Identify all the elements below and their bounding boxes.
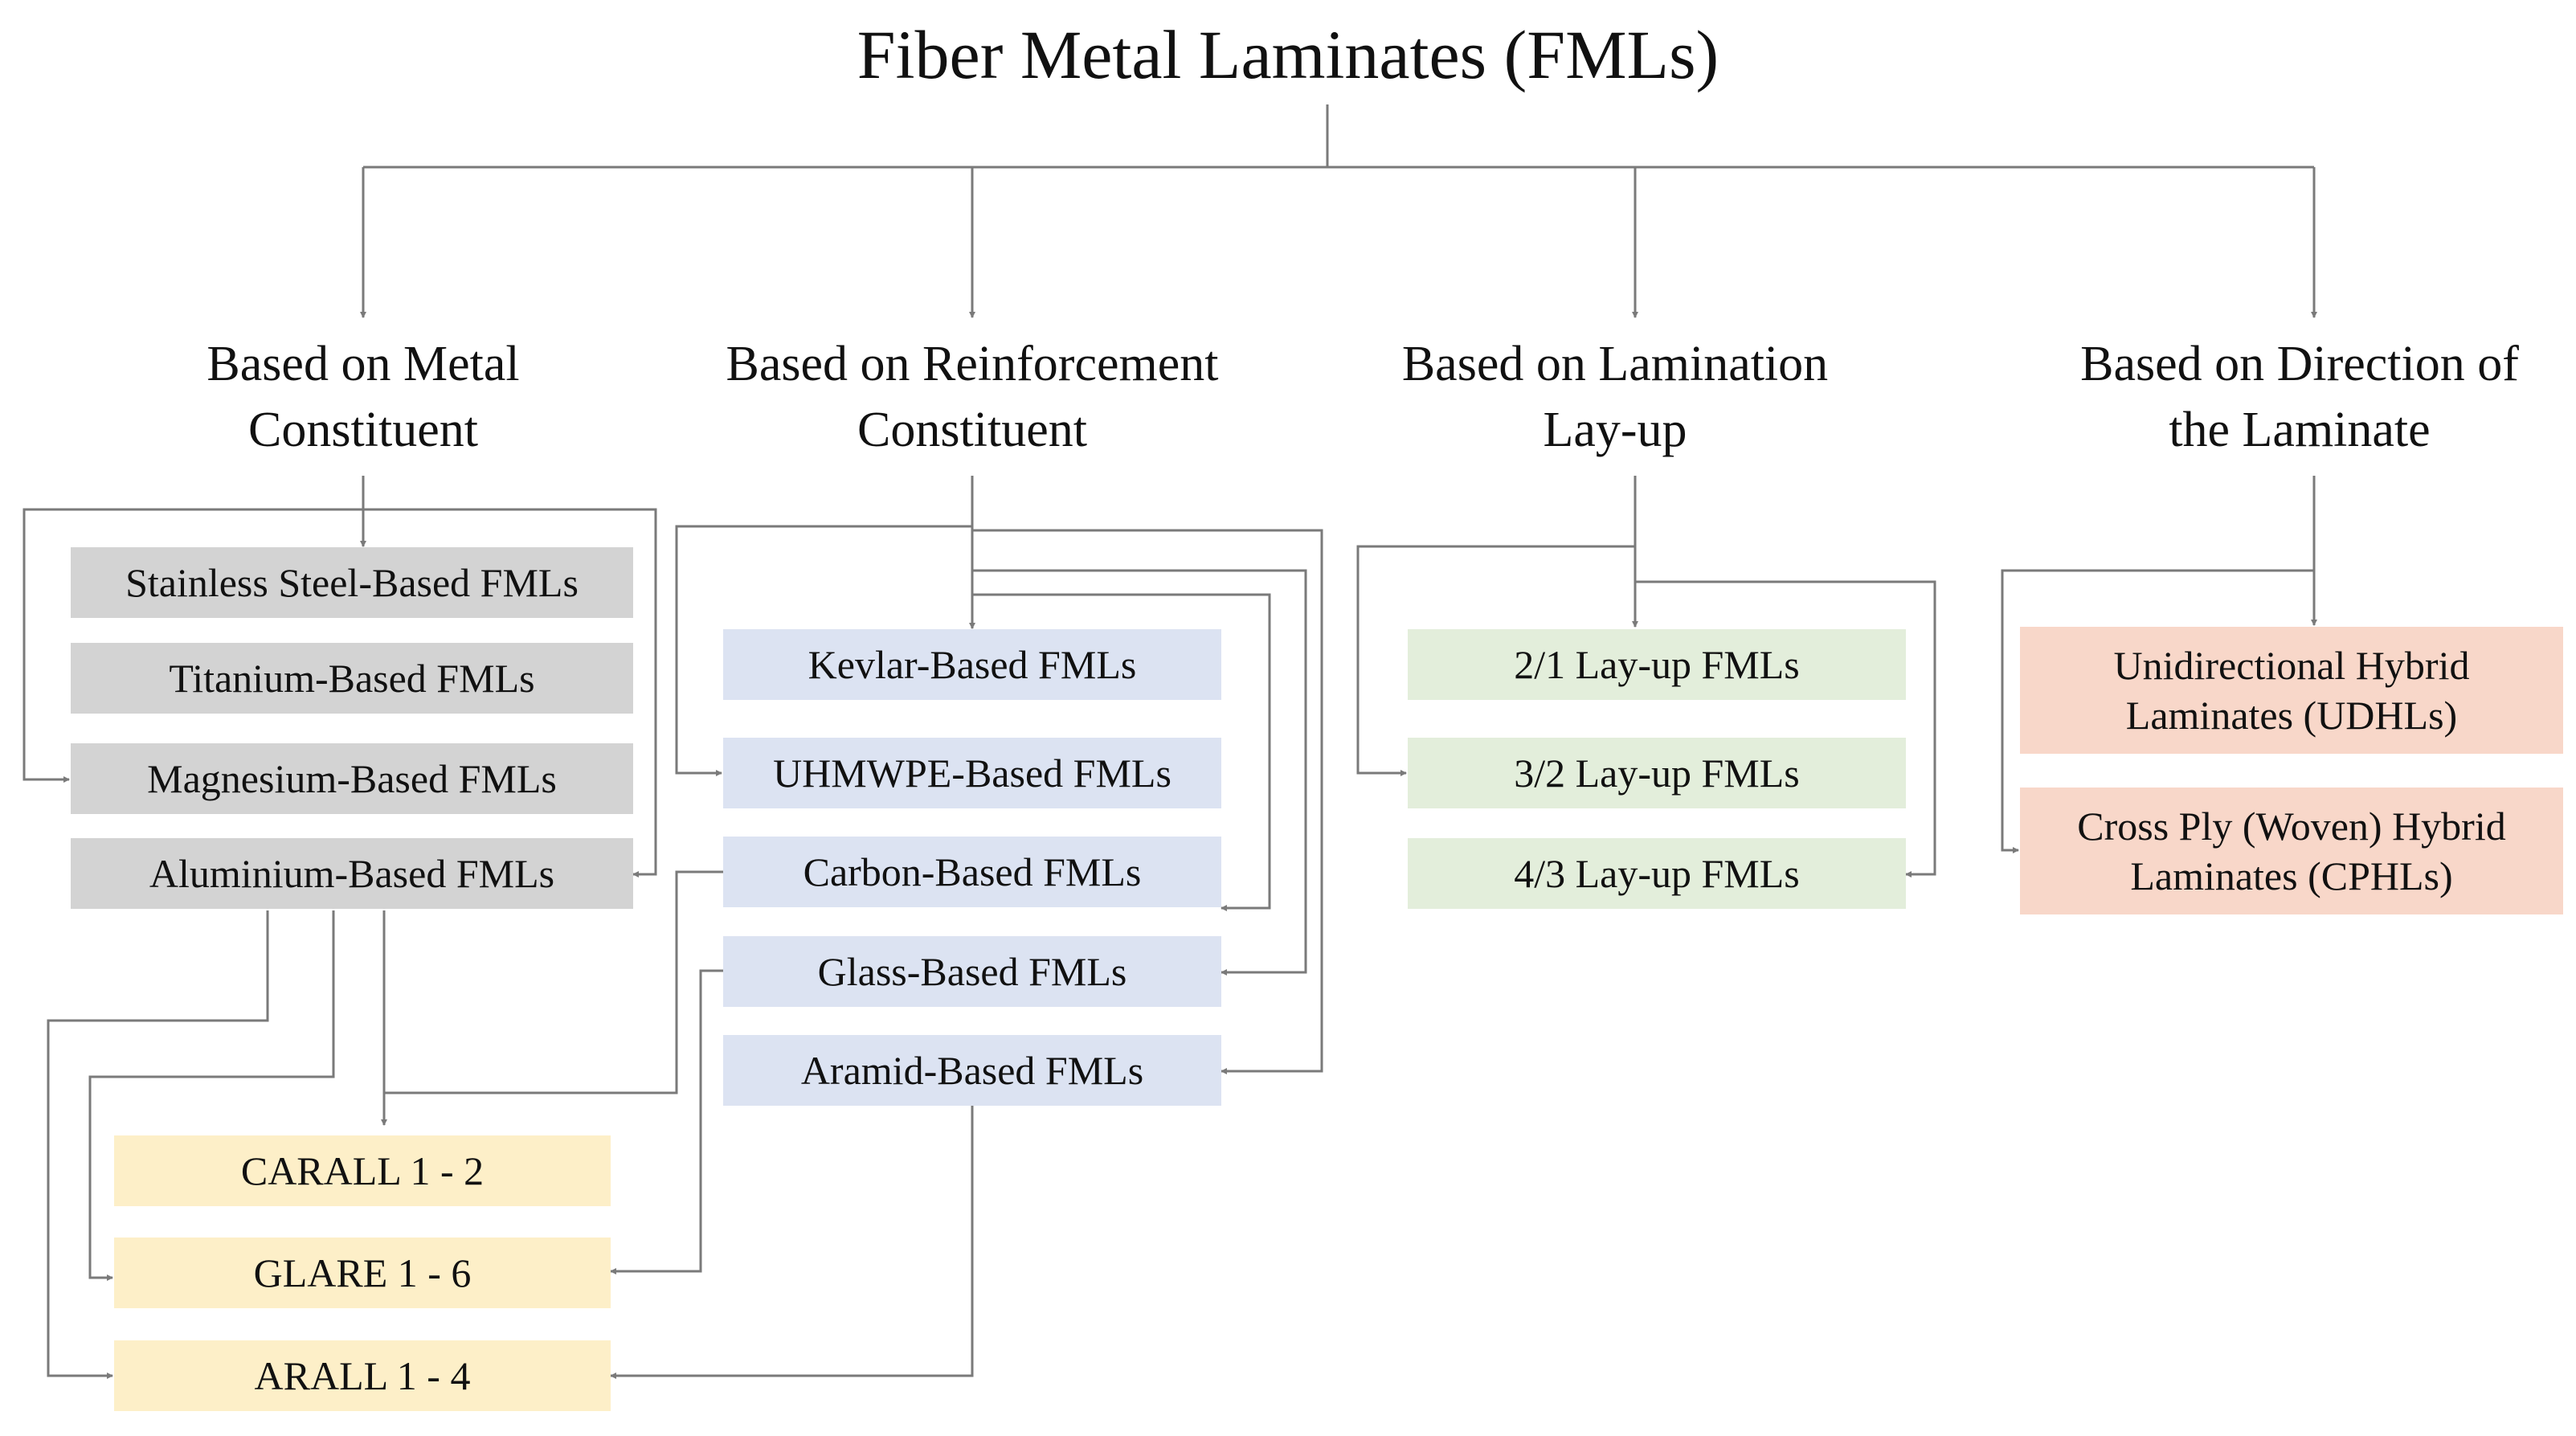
category-metal-constituent: Based on Metal Constituent — [66, 331, 660, 463]
box-line: Unidirectional Hybrid — [2113, 643, 2470, 688]
reinforcement-to-carbon — [972, 593, 1271, 911]
box-line: Laminates (CPHLs) — [2130, 853, 2453, 898]
aluminium-to-glare — [88, 910, 335, 1281]
category-line: Constituent — [857, 403, 1087, 457]
category-line: Based on Lamination — [1401, 337, 1829, 391]
aluminium-to-arall — [47, 910, 269, 1379]
box-glare: GLARE 1 - 6 — [114, 1238, 611, 1308]
box-uhmwpe: UHMWPE-Based FMLs — [723, 738, 1221, 808]
box-glass: Glass-Based FMLs — [723, 936, 1221, 1007]
box-carall: CARALL 1 - 2 — [114, 1135, 611, 1206]
reinforcement-to-glass — [972, 569, 1307, 976]
box-aramid: Aramid-Based FMLs — [723, 1035, 1221, 1106]
box-titanium: Titanium-Based FMLs — [71, 643, 633, 714]
category-line: the Laminate — [2169, 403, 2431, 457]
category-reinforcement-constituent: Based on Reinforcement Constituent — [675, 331, 1270, 463]
box-unidirectional: Unidirectional Hybrid Laminates (UDHLs) — [2020, 627, 2563, 754]
layup-to-3-2 — [1356, 545, 1635, 776]
metal-to-aluminium — [363, 508, 657, 878]
layup-to-4-3 — [1635, 580, 1936, 878]
box-kevlar: Kevlar-Based FMLs — [723, 629, 1221, 700]
category-line: Constituent — [248, 403, 478, 457]
category-line: Based on Reinforcement — [726, 337, 1219, 391]
box-layup-2-1: 2/1 Lay-up FMLs — [1408, 629, 1906, 700]
category-lamination-layup: Based on Lamination Lay-up — [1318, 331, 1912, 463]
box-carbon: Carbon-Based FMLs — [723, 837, 1221, 907]
glass-to-glare — [610, 969, 723, 1274]
diagram-title: Fiber Metal Laminates (FMLs) — [857, 16, 1719, 93]
category-line: Lay-up — [1543, 403, 1687, 457]
reinforcement-to-uhmwpe — [675, 525, 972, 776]
box-stainless-steel: Stainless Steel-Based FMLs — [71, 547, 633, 618]
aramid-to-arall — [610, 1105, 974, 1379]
direction-to-cross-ply — [2001, 569, 2314, 853]
box-layup-3-2: 3/2 Lay-up FMLs — [1408, 738, 1906, 808]
box-cross-ply: Cross Ply (Woven) Hybrid Laminates (CPHL… — [2020, 788, 2563, 914]
box-magnesium: Magnesium-Based FMLs — [71, 743, 633, 814]
category-line: Based on Metal — [206, 337, 520, 391]
box-line: Cross Ply (Woven) Hybrid — [2077, 804, 2506, 849]
category-laminate-direction: Based on Direction of the Laminate — [2002, 331, 2576, 463]
box-arall: ARALL 1 - 4 — [114, 1340, 611, 1411]
box-line: Laminates (UDHLs) — [2125, 693, 2458, 738]
category-line: Based on Direction of — [2080, 337, 2519, 391]
reinforcement-to-aramid — [972, 529, 1323, 1074]
metal-to-magnesium — [22, 508, 363, 783]
carbon-to-carall — [384, 870, 723, 1094]
connector-group — [22, 104, 2317, 1379]
box-layup-4-3: 4/3 Lay-up FMLs — [1408, 838, 1906, 909]
box-aluminium: Aluminium-Based FMLs — [71, 838, 633, 909]
